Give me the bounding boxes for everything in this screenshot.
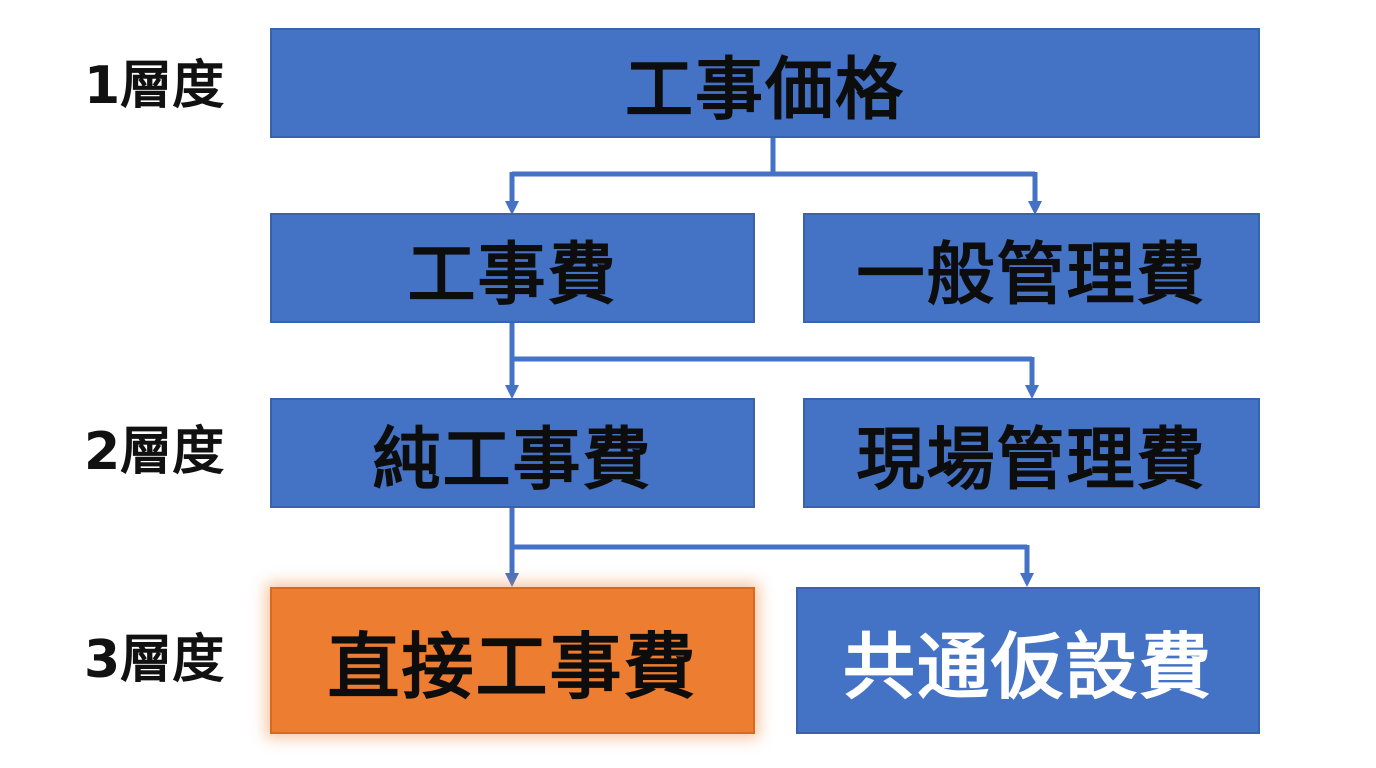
level-2-label: 2層度 bbox=[84, 422, 225, 482]
node-common-temporary-cost: 共通仮設費 bbox=[796, 587, 1260, 734]
node-direct-construction-cost: 直接工事費 bbox=[270, 587, 755, 734]
level-3-label: 3層度 bbox=[84, 630, 225, 690]
node-net-construction-cost: 純工事費 bbox=[270, 398, 755, 508]
node-construction-price: 工事価格 bbox=[270, 28, 1260, 138]
node-general-admin-cost: 一般管理費 bbox=[803, 213, 1260, 323]
connector-construction-cost-split bbox=[505, 323, 1039, 399]
node-site-admin-cost: 現場管理費 bbox=[803, 398, 1260, 508]
connector-price-to-costs bbox=[505, 138, 1042, 215]
node-construction-cost: 工事費 bbox=[270, 213, 755, 323]
level-1-label: 1層度 bbox=[84, 56, 225, 116]
connector-net-cost-split bbox=[505, 508, 1034, 587]
